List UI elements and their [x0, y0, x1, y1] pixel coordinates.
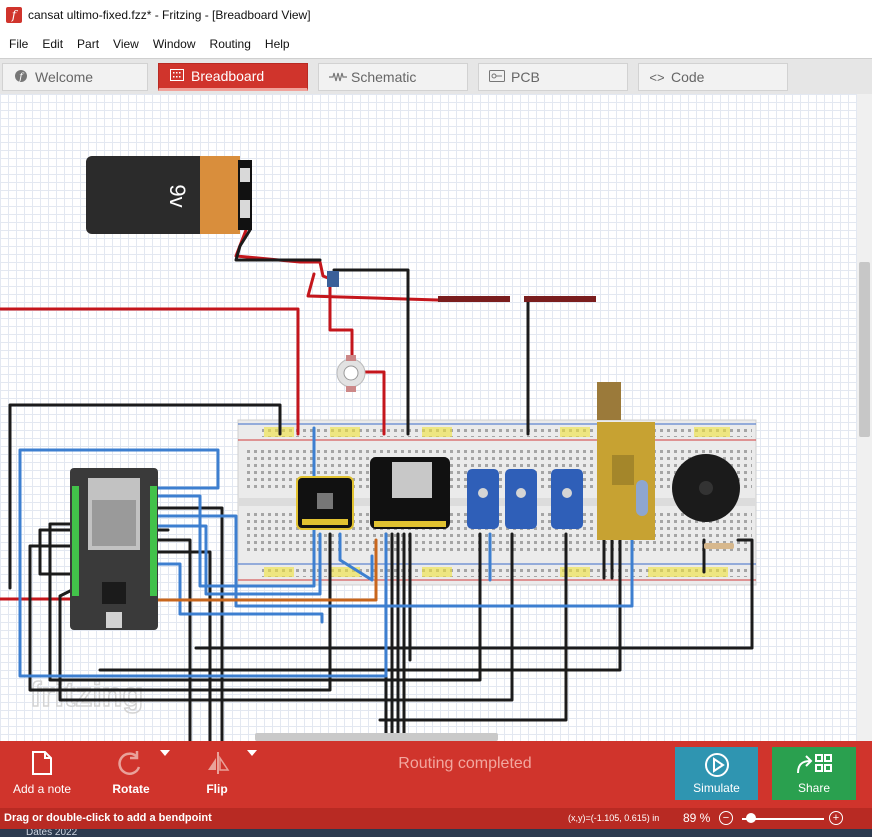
- flip-icon: [208, 752, 230, 774]
- note-icon: [32, 751, 52, 775]
- share-icon: [797, 754, 832, 774]
- simulate-button[interactable]: Simulate: [675, 747, 758, 800]
- esp32-board[interactable]: [70, 468, 158, 630]
- menu-bar: File Edit Part View Window Routing Help: [0, 30, 872, 58]
- menu-file[interactable]: File: [9, 37, 29, 51]
- breadboard-canvas[interactable]: fritzing: [0, 94, 857, 741]
- header-strip[interactable]: [524, 296, 596, 302]
- power-switch[interactable]: [327, 271, 339, 287]
- tab-code-label: Code: [671, 69, 705, 85]
- menu-view[interactable]: View: [113, 37, 139, 51]
- rotate-label: Rotate: [112, 782, 150, 796]
- tab-breadboard-label: Breadboard: [191, 68, 265, 84]
- tab-code[interactable]: <> Code: [638, 63, 788, 91]
- code-brackets-icon: <>: [649, 69, 665, 85]
- add-note-label: Add a note: [12, 782, 72, 796]
- svg-text:f: f: [18, 72, 25, 83]
- tab-welcome[interactable]: f Welcome: [2, 63, 148, 91]
- menu-window[interactable]: Window: [152, 37, 196, 51]
- zoom-out-icon[interactable]: −: [719, 811, 733, 825]
- rotary-component[interactable]: [336, 355, 366, 392]
- battery-label: 9v: [165, 184, 190, 207]
- tab-pcb-label: PCB: [511, 69, 540, 85]
- view-tab-bar: f Welcome Breadboard Schematic PCB <> Co…: [0, 58, 872, 94]
- resistor[interactable]: [704, 543, 734, 549]
- menu-routing[interactable]: Routing: [209, 37, 251, 51]
- fritzing-watermark: fritzing: [30, 676, 143, 714]
- taskbar-fragment-text: Dates 2022: [26, 829, 78, 837]
- menu-part[interactable]: Part: [77, 37, 100, 51]
- flip-label: Flip: [206, 782, 228, 796]
- status-hint: Drag or double-click to add a bendpoint: [4, 812, 212, 824]
- breadboard-icon: [169, 68, 185, 84]
- flip-button[interactable]: Flip: [194, 741, 257, 808]
- rotate-dropdown-icon[interactable]: [160, 750, 170, 756]
- breadboard[interactable]: [237, 419, 757, 586]
- fritzing-logo-icon: f: [6, 7, 22, 23]
- header-strip[interactable]: [438, 296, 510, 302]
- add-note-button[interactable]: Add a note: [8, 741, 76, 808]
- cursor-coordinates: (x,y)=(-1.105, 0.615) in: [568, 813, 660, 823]
- tab-breadboard[interactable]: Breadboard: [158, 63, 308, 91]
- fritzing-f-icon: f: [13, 69, 29, 86]
- sensor-module-bme[interactable]: [296, 476, 354, 530]
- title-bar: f cansat ultimo-fixed.fzz* - Fritzing - …: [0, 0, 872, 30]
- radio-module[interactable]: [597, 382, 655, 540]
- vertical-scrollbar-thumb[interactable]: [859, 262, 870, 437]
- tab-pcb[interactable]: PCB: [478, 63, 628, 91]
- buzzer[interactable]: [672, 454, 740, 522]
- circuit-drawing: fritzing: [0, 156, 757, 741]
- rotate-button[interactable]: Rotate: [103, 741, 170, 808]
- pcb-icon: [489, 69, 505, 85]
- sd-card-module[interactable]: [370, 457, 450, 529]
- menu-help[interactable]: Help: [264, 37, 290, 51]
- horizontal-scrollbar-thumb[interactable]: [255, 733, 498, 741]
- window-title: cansat ultimo-fixed.fzz* - Fritzing - [B…: [28, 8, 311, 22]
- share-button[interactable]: Share: [772, 747, 856, 800]
- battery-9v[interactable]: 9v: [86, 156, 252, 234]
- zoom-slider-thumb[interactable]: [745, 813, 756, 823]
- bottom-toolbar: Add a note Rotate Flip Routing completed…: [0, 741, 872, 808]
- menu-edit[interactable]: Edit: [42, 37, 64, 51]
- sensor-module-blue[interactable]: [551, 469, 583, 529]
- sensor-module-blue[interactable]: [467, 469, 499, 529]
- simulate-label: Simulate: [693, 781, 740, 795]
- vertical-scrollbar[interactable]: [857, 94, 872, 741]
- sensor-module-blue[interactable]: [505, 469, 537, 529]
- tab-schematic[interactable]: Schematic: [318, 63, 468, 91]
- zoom-in-icon[interactable]: +: [829, 811, 843, 825]
- routing-status: Routing completed: [398, 755, 532, 772]
- rotate-icon: [118, 751, 141, 775]
- play-icon: [705, 753, 729, 777]
- zoom-level: 89 %: [683, 811, 711, 825]
- wires[interactable]: [0, 228, 754, 741]
- flip-dropdown-icon[interactable]: [247, 750, 257, 756]
- tab-schematic-label: Schematic: [351, 69, 417, 85]
- status-bar: Drag or double-click to add a bendpoint …: [0, 808, 872, 829]
- resistor-symbol-icon: [329, 70, 347, 85]
- taskbar-fragment: Dates 2022: [0, 829, 872, 837]
- share-label: Share: [797, 781, 831, 795]
- zoom-slider[interactable]: [742, 818, 824, 820]
- tab-welcome-label: Welcome: [35, 69, 94, 85]
